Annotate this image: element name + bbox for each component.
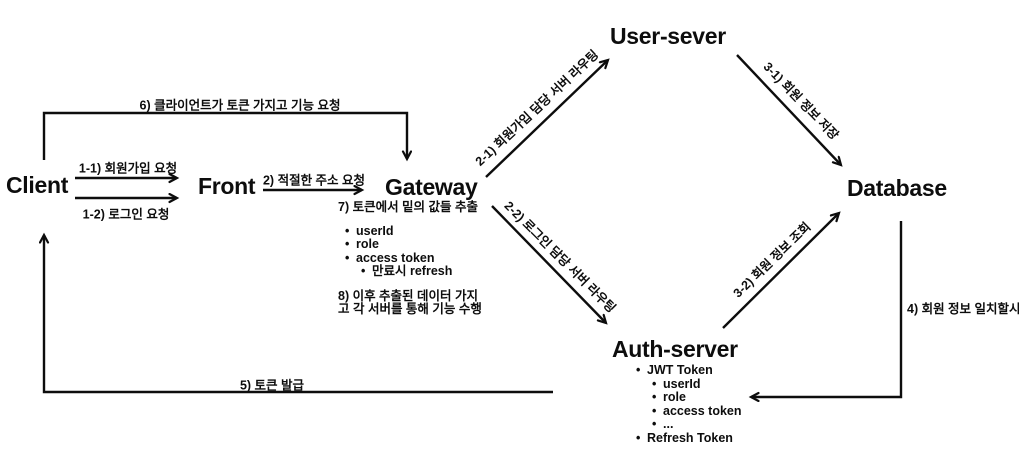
list-item: role xyxy=(345,237,482,252)
edge-label-token-issue: 5) 토큰 발급 xyxy=(239,378,305,393)
list-item: access token xyxy=(345,251,482,266)
list-item: Refresh Token xyxy=(636,431,742,446)
auth-server-notes: JWT Token userId role access token ... R… xyxy=(629,363,742,446)
gateway-token-fields-list: userId role access token 만료시 refresh xyxy=(338,224,482,279)
node-auth-server: Auth-server xyxy=(612,336,738,362)
arrow-auth-server-to-database xyxy=(722,213,839,329)
edge-label-feature-request: 6) 클라이언트가 토큰 가지고 기능 요청 xyxy=(139,98,341,113)
gateway-note-7: 7) 토큰에서 밑의 값들 추출 xyxy=(338,200,479,214)
edge-label-address-request: 2) 적절한 주소 요청 xyxy=(262,173,366,188)
auth-token-list: JWT Token userId role access token ... R… xyxy=(629,363,742,446)
list-item: ... xyxy=(652,417,742,432)
arrow-gateway-to-auth-server xyxy=(491,205,606,323)
gateway-notes: 7) 토큰에서 밑의 값들 추출 userId role access toke… xyxy=(338,200,482,317)
list-item: 만료시 refresh xyxy=(361,264,482,279)
list-item: access token xyxy=(652,404,741,419)
auth-jwt-sublist: userId role access token ... xyxy=(647,377,742,432)
node-client: Client xyxy=(6,172,69,198)
arrow-user-server-to-database xyxy=(736,54,841,165)
node-user-server: User-sever xyxy=(610,23,726,49)
edge-label-login-request: 1-2) 로그인 요청 xyxy=(82,207,170,222)
gateway-note-8-line1: 8) 이후 추출된 데이터 가지 xyxy=(338,288,479,303)
arrow-database-to-auth-server xyxy=(751,221,903,397)
gateway-note-8-line2: 고 각 서버를 통해 기능 수행 xyxy=(338,302,482,316)
list-item: role xyxy=(652,390,742,405)
arrow-client-to-gateway-loop xyxy=(42,111,407,160)
node-database: Database xyxy=(847,175,947,201)
list-item: JWT Token xyxy=(636,363,742,378)
node-front: Front xyxy=(198,173,256,199)
edge-label-member-info-match: 4) 회원 정보 일치할시, xyxy=(907,302,1019,316)
list-item: userId xyxy=(345,224,482,239)
edge-label-signup-request: 1-1) 회원가입 요청 xyxy=(78,161,178,176)
gateway-token-sublist: 만료시 refresh xyxy=(356,264,482,279)
node-gateway: Gateway xyxy=(385,174,478,200)
list-item: userId xyxy=(652,377,742,392)
arrow-gateway-to-user-server xyxy=(485,60,608,178)
arrow-auth-server-to-client xyxy=(44,235,553,394)
